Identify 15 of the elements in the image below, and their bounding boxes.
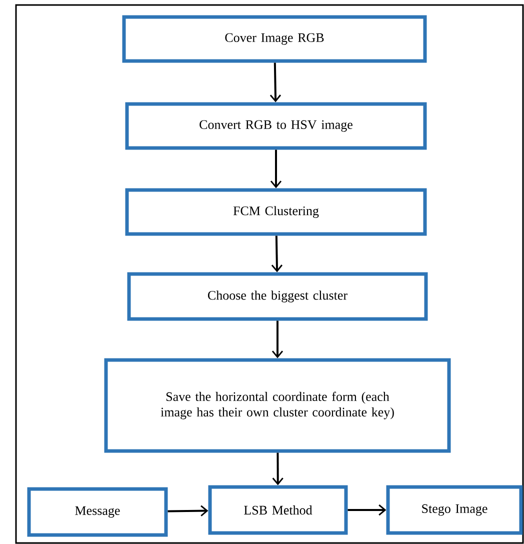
process-box: Stego Image	[386, 485, 523, 535]
process-box: FCM Clustering	[125, 188, 427, 236]
process-box: Cover Image RGB	[122, 15, 427, 63]
arrow	[272, 320, 284, 358]
arrow	[168, 505, 208, 516]
process-box: Save the horizontal coordinate form (each image has their own cluster coordinate key)	[104, 358, 451, 453]
arrow	[270, 62, 282, 102]
arrow	[270, 150, 282, 188]
process-box: Choose the biggest cluster	[127, 272, 428, 321]
process-box: Message	[27, 487, 168, 537]
arrow	[272, 452, 284, 486]
process-box: Convert RGB to HSV image	[125, 102, 427, 150]
arrow	[348, 504, 386, 516]
arrow	[271, 236, 283, 272]
process-box: LSB Method	[208, 485, 348, 535]
